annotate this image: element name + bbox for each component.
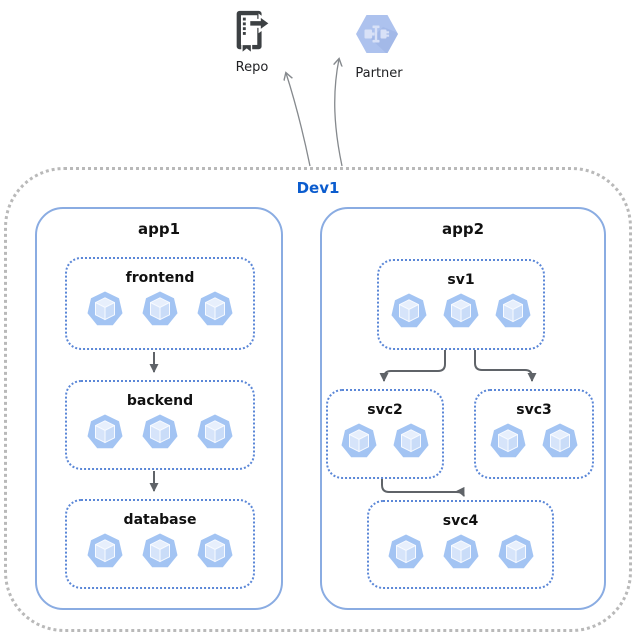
pod-icon xyxy=(387,534,424,569)
service-sv1-label: sv1 xyxy=(447,272,475,288)
pod-icon xyxy=(142,533,178,568)
svc4-pods xyxy=(387,534,534,570)
pod-icon xyxy=(197,414,233,449)
pod-icon xyxy=(142,291,178,326)
service-svc2-label: svc2 xyxy=(367,402,403,418)
partner-hexagon-icon xyxy=(356,15,398,53)
svc3-pods xyxy=(490,423,578,459)
pod-icon xyxy=(87,291,123,326)
pod-icon xyxy=(393,423,429,458)
dev1-boundary-label: Dev1 xyxy=(296,179,340,197)
service-frontend: frontend xyxy=(65,257,255,350)
cluster-app2: app2 sv1 svc2 svc3 svc4 xyxy=(320,207,606,610)
database-pods xyxy=(87,533,233,569)
service-svc3-label: svc3 xyxy=(516,402,552,418)
frontend-pods xyxy=(87,291,233,327)
service-frontend-label: frontend xyxy=(125,270,195,286)
service-backend-label: backend xyxy=(126,393,194,409)
repo-label: Repo xyxy=(235,60,269,75)
pod-icon xyxy=(87,533,123,568)
cluster-app2-label: app2 xyxy=(441,220,485,238)
pod-icon xyxy=(87,414,123,449)
pod-icon xyxy=(197,291,233,326)
pod-icon xyxy=(197,533,233,568)
service-svc4: svc4 xyxy=(367,500,554,589)
pod-icon xyxy=(490,423,526,458)
cluster-app1: app1 frontend backend database xyxy=(35,207,283,610)
pod-icon xyxy=(142,414,178,449)
pod-icon xyxy=(442,534,479,569)
service-database-label: database xyxy=(123,512,197,528)
service-backend: backend xyxy=(65,380,255,470)
service-svc4-label: svc4 xyxy=(442,513,479,529)
service-database: database xyxy=(65,499,255,589)
repo-node xyxy=(229,8,275,56)
pod-icon xyxy=(391,293,427,328)
pod-icon xyxy=(341,423,377,458)
svc2-pods xyxy=(341,423,429,459)
sv1-pods xyxy=(391,293,531,329)
service-svc3: svc3 xyxy=(474,389,594,479)
backend-pods xyxy=(87,414,233,450)
partner-label: Partner xyxy=(355,66,403,81)
service-svc2: svc2 xyxy=(326,389,444,479)
edge-dev1-partner xyxy=(335,59,342,167)
pod-icon xyxy=(542,423,578,458)
service-sv1: sv1 xyxy=(377,259,545,350)
partner-node xyxy=(355,13,399,55)
edge-dev1-repo xyxy=(286,73,311,167)
pod-icon xyxy=(495,293,531,328)
pod-icon xyxy=(497,534,534,569)
pod-icon xyxy=(443,293,479,328)
cluster-app1-label: app1 xyxy=(137,220,181,238)
dev1-boundary xyxy=(4,167,632,632)
source-repository-icon xyxy=(236,10,273,55)
